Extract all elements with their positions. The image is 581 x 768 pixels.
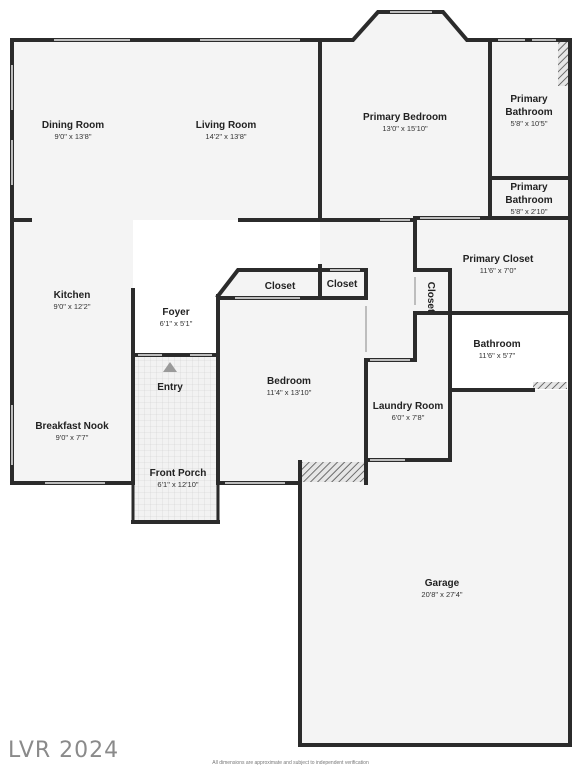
room-name-bathroom: Bathroom — [473, 339, 520, 350]
room-dims-primary-bedroom: 13'0" x 15'10" — [382, 124, 428, 133]
room-dims-foyer: 6'1" x 5'1" — [160, 319, 193, 328]
room-dims-kitchen: 9'0" x 12'2" — [54, 302, 91, 311]
room-name-primary-bedroom: Primary Bedroom — [363, 112, 447, 123]
room-name-closet-b: Closet — [327, 279, 358, 290]
room-dims-garage: 20'8" x 27'4" — [421, 590, 462, 599]
hatched-ledge — [533, 382, 567, 389]
room-name-primary-closet: Primary Closet — [463, 254, 534, 265]
room-dims-living: 14'2" x 13'8" — [205, 132, 246, 141]
room-labels: Dining Room 9'0" x 13'8" Living Room 14'… — [35, 94, 552, 599]
room-name-garage: Garage — [425, 578, 460, 589]
room-dims-dining: 9'0" x 13'8" — [55, 132, 92, 141]
room-name-closet-c: Closet — [425, 282, 436, 313]
room-dims-bathroom: 11'6" x 5'7" — [479, 351, 516, 360]
room-dims-primary-bath-1: 5'8" x 10'5" — [511, 119, 548, 128]
room-name-closet-a: Closet — [265, 281, 296, 292]
room-name-living: Living Room — [196, 120, 257, 131]
room-dims-primary-bath-2: 5'8" x 2'10" — [511, 207, 548, 216]
room-name-primary-bath-2-line2: Bathroom — [505, 195, 552, 206]
room-name-kitchen: Kitchen — [54, 290, 91, 301]
room-name-foyer: Foyer — [162, 307, 189, 318]
room-name-dining: Dining Room — [42, 120, 104, 131]
room-name-primary-bath-1-line2: Bathroom — [505, 107, 552, 118]
room-name-laundry: Laundry Room — [373, 401, 444, 412]
room-dims-breakfast-nook: 9'0" x 7'7" — [56, 433, 89, 442]
entry-arrow-icon — [163, 362, 177, 372]
room-dims-bedroom: 11'4" x 13'10" — [267, 388, 312, 397]
room-name-primary-bath-1-line1: Primary — [510, 94, 548, 105]
room-dims-front-porch: 6'1" x 12'10" — [157, 480, 198, 489]
room-dims-laundry: 6'0" x 7'8" — [392, 413, 425, 422]
room-dims-primary-closet: 11'6" x 7'0" — [480, 266, 517, 275]
room-name-front-porch: Front Porch — [150, 468, 207, 479]
watermark-text: LVR 2024 — [8, 738, 120, 763]
front-porch-tile — [131, 353, 220, 524]
room-name-primary-bath-2-line1: Primary — [510, 182, 548, 193]
hatched-shower — [558, 40, 568, 86]
room-name-entry: Entry — [157, 382, 183, 393]
floor-fill — [12, 12, 570, 745]
windows — [11, 11, 556, 484]
room-name-breakfast-nook: Breakfast Nook — [35, 421, 109, 432]
disclaimer-text: All dimensions are approximate and subje… — [212, 760, 369, 766]
hatched-step — [300, 462, 366, 482]
room-name-bedroom: Bedroom — [267, 376, 311, 387]
walls — [10, 10, 572, 747]
